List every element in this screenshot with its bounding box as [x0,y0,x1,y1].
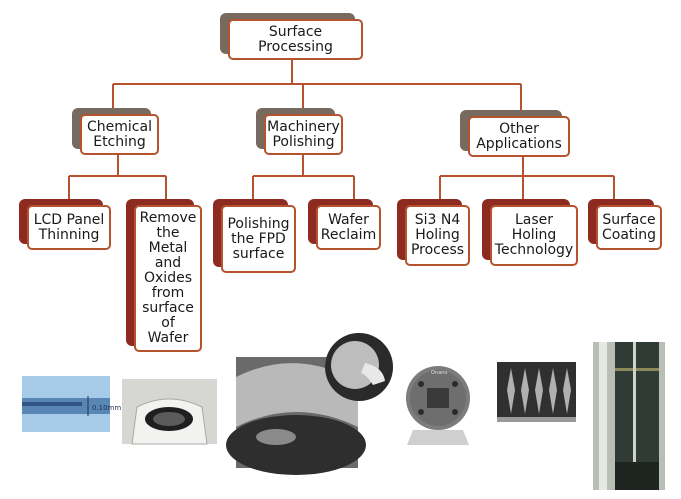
wafer-etching-tool-graphic [122,379,217,445]
process-laser-holing: Laser Holing Technology [482,199,578,266]
process-si3n4-holing: Si3 N4 Holing Process [397,199,470,266]
process-lcd-panel-thinning-label: LCD Panel Thinning [27,205,111,250]
category-chemical-etching: Chemical Etching [72,108,159,155]
connector-chemical-trunk [68,155,167,205]
category-other-applications: Other Applications [460,110,570,157]
process-polishing-fpd-surface-label: Polishing the FPD surface [221,205,296,273]
category-other-applications-label: Other Applications [468,116,570,157]
lcd-thinning-measure-text: 0.10mm [92,404,121,412]
lcd-thinning-photo: 0.10mm [22,376,121,432]
connector-machinery-trunk [252,155,355,205]
process-surface-coating-label: Surface Coating [596,205,662,250]
root-node-label: Surface Processing [228,19,363,60]
category-machinery-polishing-label: Machinery Polishing [264,114,343,155]
lcd-thinning-photo-graphic: 0.10mm [22,396,121,416]
laser-holing-photo [497,362,576,422]
process-surface-coating: Surface Coating [588,199,662,250]
laser-holing-graphic [497,362,576,422]
category-chemical-etching-label: Chemical Etching [80,114,159,155]
wafer-reclaim-photo [325,333,393,401]
si3n4-holing-device-photo: Onano [403,360,473,445]
wafer-reclaim-graphic [325,333,393,401]
surface-coating-graphic [593,342,665,490]
process-polishing-fpd-surface: Polishing the FPD surface [213,199,296,273]
process-wafer-reclaim: Wafer Reclaim [308,199,381,250]
holing-device-brand-text: Onano [431,370,447,376]
process-remove-metal-oxides-label: Remove the Metal and Oxides from surface… [134,205,202,352]
wafer-etching-tool-photo [122,379,217,445]
connector-other-trunk [439,157,615,205]
surface-coating-photo [593,342,665,490]
root-node: Surface Processing [220,13,363,60]
process-si3n4-holing-label: Si3 N4 Holing Process [405,205,470,266]
process-laser-holing-label: Laser Holing Technology [490,205,578,266]
process-lcd-panel-thinning: LCD Panel Thinning [19,199,111,250]
process-wafer-reclaim-label: Wafer Reclaim [316,205,381,250]
category-machinery-polishing: Machinery Polishing [256,108,343,155]
process-remove-metal-oxides: Remove the Metal and Oxides from surface… [126,199,202,352]
si3n4-holing-device-graphic: Onano [406,366,470,445]
